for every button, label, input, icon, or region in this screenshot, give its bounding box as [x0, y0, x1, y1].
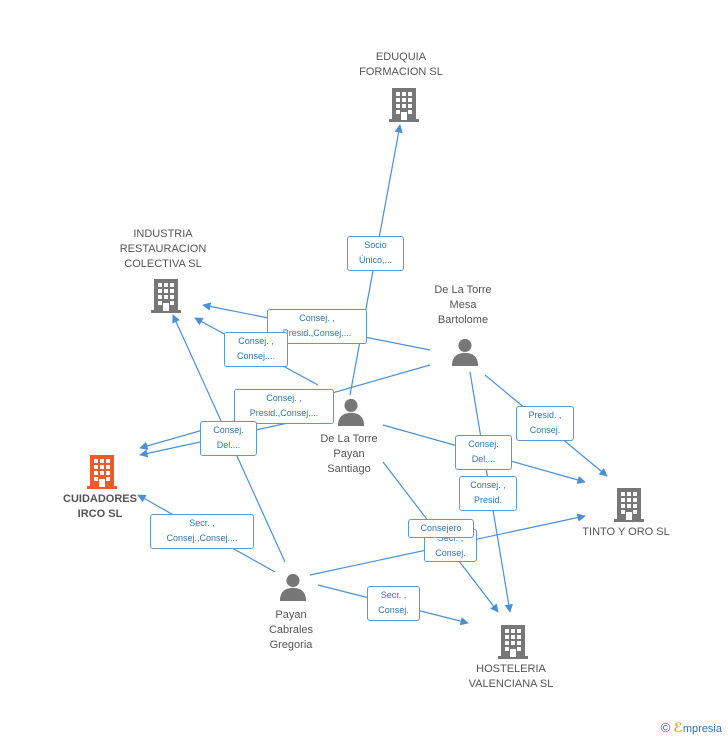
- building-icon: [614, 488, 644, 522]
- person-icon: [451, 338, 479, 366]
- edge-label-consej-del[interactable]: Consej. Del....: [200, 421, 257, 456]
- node-label-cuidadores[interactable]: CUIDADORES IRCO SL: [63, 493, 137, 520]
- node-label-gregoria[interactable]: Payan Cabrales Gregoria: [268, 609, 314, 651]
- empresia-logo-text: mpresia: [682, 723, 722, 735]
- edge-label-consejero[interactable]: Consejero: [408, 519, 474, 538]
- building-icon: [87, 455, 117, 489]
- person-icon: [337, 398, 365, 426]
- edge-label-consej-presid[interactable]: Consej. , Presid.: [459, 476, 517, 511]
- empresia-logo-e: ℰ: [673, 720, 683, 735]
- edge-label-secr-consej[interactable]: Secr. , Consej.: [367, 586, 420, 621]
- building-icon: [498, 625, 528, 659]
- brand-footer[interactable]: © ℰmpresia: [661, 720, 722, 736]
- node-label-hosteleria[interactable]: HOSTELERIA VALENCIANA SL: [468, 663, 554, 690]
- edge-label-socio[interactable]: Socio Único,...: [347, 236, 404, 271]
- edge-label-consej-consej[interactable]: Consej. , Consej....: [224, 332, 288, 367]
- node-label-tinto[interactable]: TINTO Y ORO SL: [582, 526, 670, 538]
- node-label-industria[interactable]: INDUSTRIA RESTAURACION COLECTIVA SL: [119, 228, 207, 270]
- person-icon: [279, 573, 307, 601]
- building-icon: [389, 88, 419, 122]
- node-icons: [87, 88, 644, 659]
- edge-label-secr-consej-consej[interactable]: Secr. , Consej.,Consej....: [150, 514, 254, 549]
- node-label-santiago[interactable]: De La Torre Payan Santiago: [320, 433, 378, 475]
- edge-label-consej-del-2[interactable]: Consej. Del....: [455, 435, 512, 470]
- node-label-eduquia[interactable]: EDUQUIA FORMACION SL: [359, 51, 443, 78]
- copyright-icon: ©: [660, 720, 671, 735]
- building-icon: [151, 279, 181, 313]
- edge-label-presid-consej[interactable]: Presid. , Consej.: [516, 406, 574, 441]
- node-label-bartolome[interactable]: De La Torre Mesa Bartolome: [434, 284, 492, 326]
- edge-label-consej-presid-consej-2[interactable]: Consej. , Presid.,Consej....: [234, 389, 334, 424]
